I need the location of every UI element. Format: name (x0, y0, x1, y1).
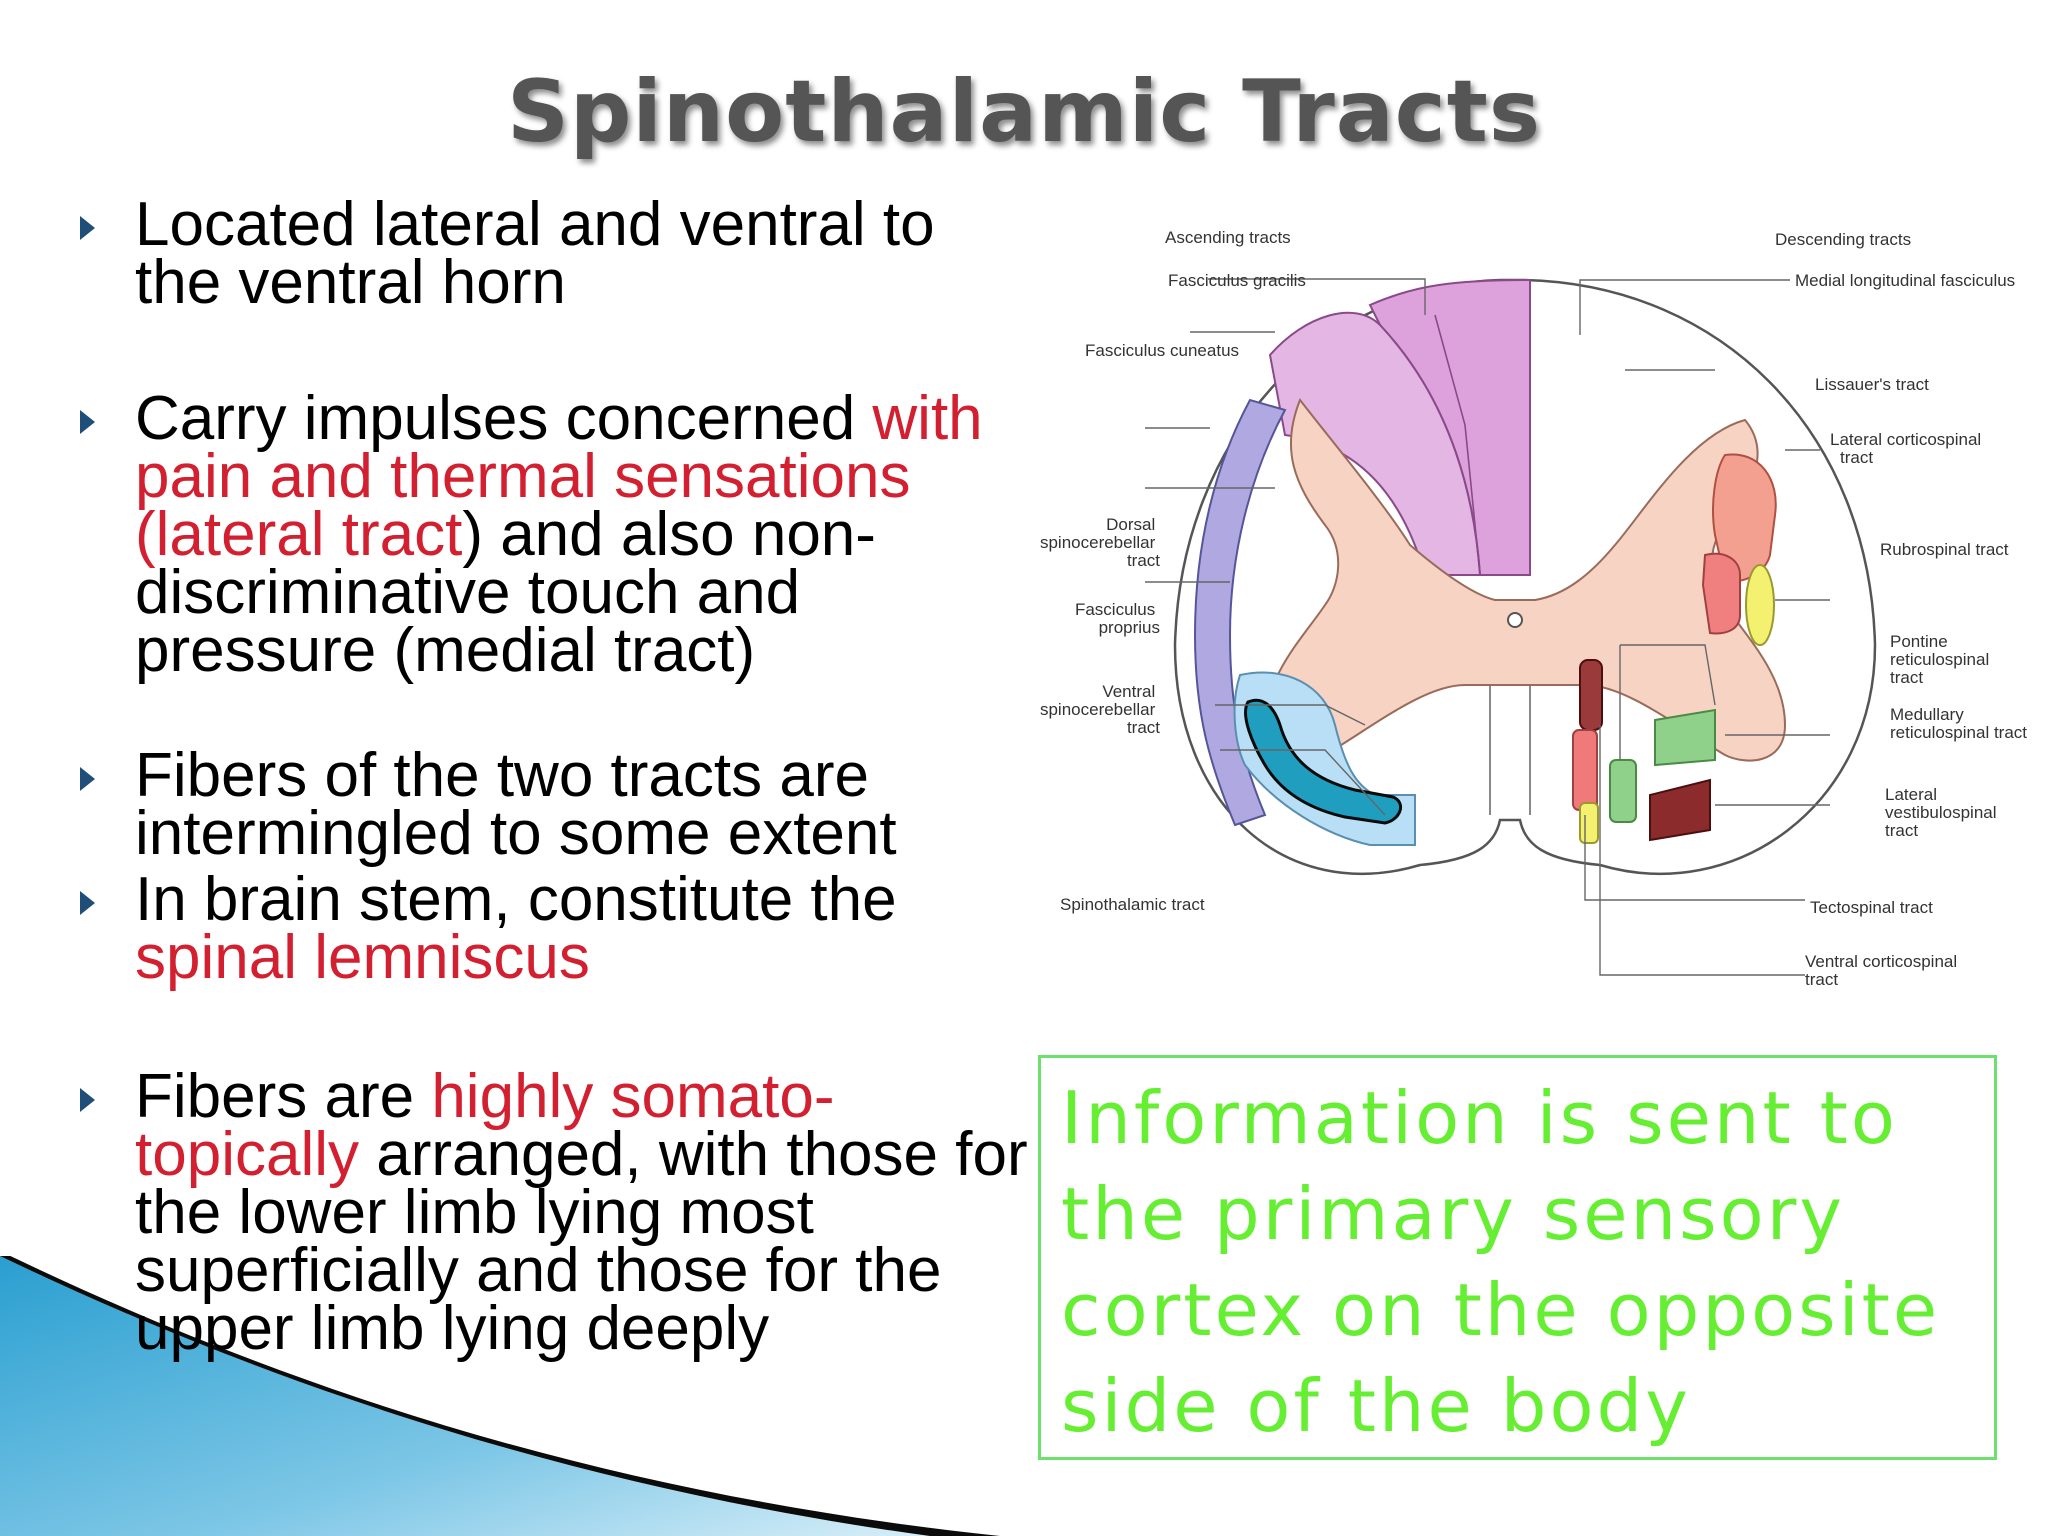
label-fasciculus-gracilis: Fasciculus gracilis (1168, 271, 1306, 290)
central-canal (1507, 612, 1523, 628)
grey-matter (1263, 398, 1787, 762)
bullet-arrow-icon (80, 410, 95, 434)
leader-lines (1145, 278, 1830, 976)
rubrospinal-region (1701, 552, 1741, 635)
anterior-fissure (1489, 675, 1531, 815)
bullet-text: In brain stem, constitute the (135, 865, 897, 934)
bullet-somatotopic: Fibers are highly somato-topically arran… (80, 1066, 1035, 1360)
bullet-text: arranged, with those for the lower limb … (135, 1120, 1028, 1363)
label-spinothalamic: Spinothalamic tract (1060, 895, 1205, 914)
bullet-text: Located lateral and ventral to the ventr… (135, 190, 935, 317)
bullet-location: Located lateral and ventral to the ventr… (80, 194, 1035, 314)
label-lissauer: Lissauer's tract (1815, 375, 1929, 394)
corner-decoration (0, 1256, 1000, 1536)
pontine-reticulospinal-region (1609, 759, 1637, 823)
label-descending-header: Descending tracts (1775, 230, 1911, 249)
ventral-yellow-region (1579, 802, 1599, 844)
label-medullary-reticulospinal: Medullary reticulospinal tract (1890, 705, 2027, 742)
bullet-highlight-text: with pain and thermal sensations (latera… (135, 384, 983, 569)
spinal-cord-svg: Ascending tracts Fasciculus gracilis Fas… (1040, 228, 2027, 989)
bullet-fibers-intermingled: Fibers of the two tracts are intermingle… (80, 745, 1035, 865)
lateral-vestibulospinal-region (1649, 778, 1711, 842)
label-rubrospinal: Rubrospinal tract (1880, 540, 2009, 559)
bullet-arrow-icon (80, 216, 95, 240)
label-fasciculus-cuneatus: Fasciculus cuneatus (1085, 341, 1239, 360)
label-ventral-corticospinal: Ventral corticospinal tract (1805, 952, 1962, 989)
spinal-cord-diagram: Ascending tracts Fasciculus gracilis Fas… (1025, 205, 2048, 1015)
spinothalamic-region (1244, 698, 1403, 825)
bullet-arrow-icon (80, 1088, 95, 1112)
label-fasciculus-proprius: Fasciculus proprius (1075, 600, 1160, 637)
dorsal-spinocerebellar-region (1193, 398, 1287, 827)
bullet-highlight-text: spinal lemniscus (135, 923, 590, 992)
label-lateral-vestibulospinal: Lateral vestibulospinal tract (1885, 785, 2001, 840)
label-ventral-spinocerebellar: Ventral spinocerebellar tract (1040, 682, 1160, 737)
bullet-impulses: Carry impulses concerned with pain and t… (80, 388, 1035, 682)
bullet-arrow-icon (80, 891, 95, 915)
bullet-text: Fibers are (135, 1062, 432, 1131)
ventral-corticospinal-region (1579, 659, 1603, 731)
fasciculus-cuneatus-region (1268, 311, 1482, 576)
bullet-arrow-icon (80, 767, 95, 791)
bullet-text: Fibers of the two tracts are intermingle… (135, 741, 897, 868)
rubrospinal-yellow-region (1745, 564, 1775, 646)
bullet-text: Carry impulses concerned (135, 384, 873, 453)
info-box: Information is sent to the primary senso… (1038, 1055, 1997, 1460)
label-dorsal-spinocerebellar: Dorsal spinocerebellar tract (1040, 515, 1160, 570)
label-medial-longitudinal: Medial longitudinal fasciculus (1795, 271, 2015, 290)
cuneatus-septum (1434, 314, 1481, 576)
label-pontine-reticulospinal: Pontine reticulospinal tract (1890, 632, 1994, 687)
bullet-brain-stem: In brain stem, constitute the spinal lem… (80, 869, 1035, 989)
label-tectospinal: Tectospinal tract (1810, 898, 1933, 917)
slide-title: Spinothalamic Tracts (506, 62, 1542, 162)
label-ascending-header: Ascending tracts (1165, 228, 1291, 247)
label-lateral-corticospinal: Lateral corticospinal tract (1830, 430, 1986, 467)
tectospinal-region (1572, 729, 1598, 811)
bullet-highlight-text: highly somato-topically (135, 1062, 835, 1189)
medullary-reticulospinal-region (1654, 708, 1716, 767)
bullet-text: ) and also non- discriminative touch and… (135, 500, 876, 685)
